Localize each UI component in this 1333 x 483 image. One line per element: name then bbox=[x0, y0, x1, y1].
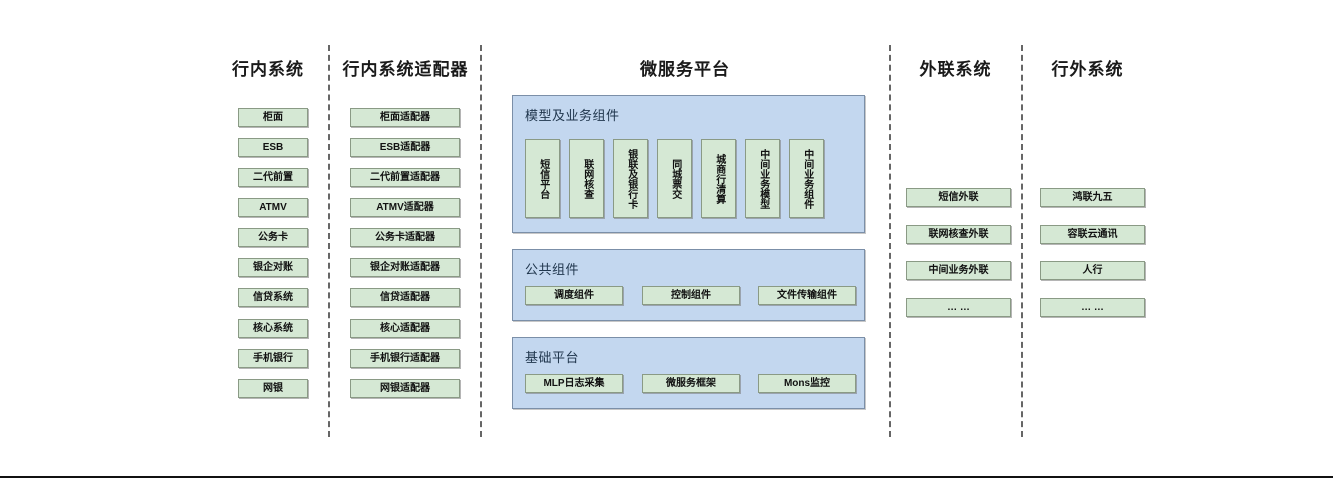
list-item[interactable]: 中间业务组件 bbox=[789, 139, 824, 218]
list-item-label: 中间业务组件 bbox=[801, 148, 813, 209]
list-item[interactable]: 联网核查外联 bbox=[906, 225, 1011, 244]
column-title-in-bank-systems: 行内系统 bbox=[232, 60, 304, 79]
list-item-label: 中间业务模型 bbox=[757, 148, 769, 209]
panel-base-platform: 基础平台 bbox=[512, 337, 865, 409]
list-item[interactable]: 调度组件 bbox=[525, 286, 623, 305]
panel-title: 基础平台 bbox=[525, 350, 580, 365]
list-item[interactable]: MLP日志采集 bbox=[525, 374, 623, 393]
list-item-label: 联网核查 bbox=[581, 158, 593, 199]
list-item[interactable]: 鸿联九五 bbox=[1040, 188, 1145, 207]
column-divider-2 bbox=[480, 45, 482, 437]
list-item[interactable]: 信贷适配器 bbox=[350, 288, 460, 307]
list-item[interactable]: 柜面适配器 bbox=[350, 108, 460, 127]
panel-title: 公共组件 bbox=[525, 262, 580, 277]
panel-title: 模型及业务组件 bbox=[525, 108, 620, 123]
list-item[interactable]: 银企对账适配器 bbox=[350, 258, 460, 277]
list-item[interactable]: 二代前置适配器 bbox=[350, 168, 460, 187]
list-item[interactable]: 中间业务模型 bbox=[745, 139, 780, 218]
list-item-label: 城商行清算 bbox=[713, 153, 725, 204]
column-divider-3 bbox=[889, 45, 891, 437]
column-title-external-link-systems: 外联系统 bbox=[919, 60, 992, 79]
list-item[interactable]: 短信外联 bbox=[906, 188, 1011, 207]
list-item[interactable]: 联网核查 bbox=[569, 139, 604, 218]
list-item[interactable]: … … bbox=[1040, 298, 1145, 317]
list-item[interactable]: Mons监控 bbox=[758, 374, 856, 393]
column-divider-4 bbox=[1021, 45, 1023, 437]
list-item[interactable]: ATMV适配器 bbox=[350, 198, 460, 217]
column-divider-1 bbox=[328, 45, 330, 437]
list-item-label: 同城票交 bbox=[669, 158, 681, 199]
list-item[interactable]: 控制组件 bbox=[642, 286, 740, 305]
list-item[interactable]: 手机银行 bbox=[238, 349, 308, 368]
list-item[interactable]: 信贷系统 bbox=[238, 288, 308, 307]
list-item[interactable]: 核心系统 bbox=[238, 319, 308, 338]
list-item[interactable]: ESB bbox=[238, 138, 308, 157]
list-item[interactable]: 人行 bbox=[1040, 261, 1145, 280]
list-item[interactable]: … … bbox=[906, 298, 1011, 317]
list-item[interactable]: 网银 bbox=[238, 379, 308, 398]
panel-public-components: 公共组件 bbox=[512, 249, 865, 321]
list-item[interactable]: 手机银行适配器 bbox=[350, 349, 460, 368]
list-item[interactable]: 银企对账 bbox=[238, 258, 308, 277]
list-item[interactable]: ATMV bbox=[238, 198, 308, 217]
list-item[interactable]: 银联及银行卡 bbox=[613, 139, 648, 218]
list-item[interactable]: 中间业务外联 bbox=[906, 261, 1011, 280]
list-item[interactable]: 城商行清算 bbox=[701, 139, 736, 218]
column-title-microservice-platform: 微服务平台 bbox=[640, 60, 730, 79]
list-item[interactable]: 核心适配器 bbox=[350, 319, 460, 338]
list-item[interactable]: 短信平台 bbox=[525, 139, 560, 218]
list-item[interactable]: 网银适配器 bbox=[350, 379, 460, 398]
list-item[interactable]: 微服务框架 bbox=[642, 374, 740, 393]
list-item[interactable]: 公务卡 bbox=[238, 228, 308, 247]
column-title-outside-bank-systems: 行外系统 bbox=[1051, 60, 1124, 79]
column-title-in-bank-adapters: 行内系统适配器 bbox=[342, 60, 469, 79]
list-item-label: 银联及银行卡 bbox=[625, 148, 637, 209]
list-item[interactable]: 同城票交 bbox=[657, 139, 692, 218]
list-item[interactable]: 柜面 bbox=[238, 108, 308, 127]
list-item[interactable]: 容联云通讯 bbox=[1040, 225, 1145, 244]
bottom-rule bbox=[0, 476, 1333, 478]
list-item[interactable]: 公务卡适配器 bbox=[350, 228, 460, 247]
list-item[interactable]: 文件传输组件 bbox=[758, 286, 856, 305]
list-item[interactable]: 二代前置 bbox=[238, 168, 308, 187]
list-item[interactable]: ESB适配器 bbox=[350, 138, 460, 157]
list-item-label: 短信平台 bbox=[537, 158, 549, 199]
